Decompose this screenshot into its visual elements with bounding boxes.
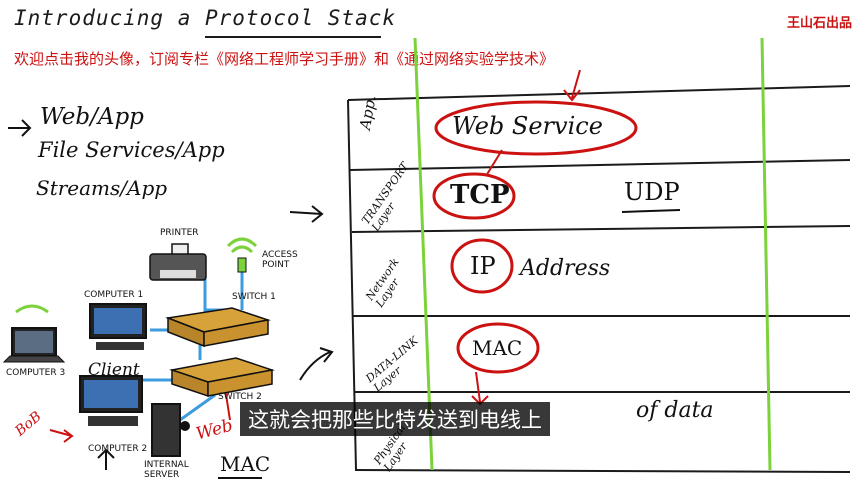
row-divider-1 bbox=[349, 159, 851, 171]
table-bottom-border bbox=[354, 469, 851, 473]
item-address: Address bbox=[520, 256, 611, 281]
apps-arrow bbox=[8, 119, 32, 137]
stack-arrow bbox=[289, 205, 324, 223]
switch2-icon bbox=[169, 357, 275, 398]
mac-circle bbox=[456, 322, 540, 374]
promo-banner: 欢迎点击我的头像，订阅专栏《网络工程师学习手册》和《通过网络实验学技术》 bbox=[14, 50, 555, 68]
apps-line-file: File Services/App bbox=[38, 138, 225, 162]
title-underline bbox=[205, 36, 381, 38]
label-computer1: COMPUTER 1 bbox=[84, 290, 144, 300]
ip-circle bbox=[450, 238, 514, 294]
video-subtitle: 这就会把那些比特发送到电线上 bbox=[240, 402, 550, 436]
row-divider-2 bbox=[351, 225, 851, 233]
computer3-icon bbox=[2, 304, 66, 363]
page-title: Introducing a Protocol Stack bbox=[14, 6, 397, 30]
label-client: Client bbox=[88, 360, 140, 380]
brand-label: 王山石出品 bbox=[786, 16, 852, 31]
network-diagram bbox=[2, 237, 275, 479]
bob-arrow bbox=[49, 429, 74, 443]
printer-icon bbox=[149, 243, 207, 281]
computer2-icon bbox=[79, 375, 143, 426]
item-mac: MAC bbox=[472, 336, 523, 360]
label-printer: PRINTER bbox=[160, 228, 199, 238]
physical-arrow bbox=[299, 347, 334, 381]
server-icon bbox=[151, 403, 190, 457]
item-web-service: Web Service bbox=[452, 112, 603, 140]
cable-printer-switch1 bbox=[203, 278, 225, 312]
item-tcp: TCP bbox=[450, 180, 510, 210]
label-access-point: ACCESS POINT bbox=[262, 250, 298, 270]
switch1-icon bbox=[165, 307, 271, 348]
label-computer3: COMPUTER 3 bbox=[6, 368, 66, 378]
connector-mac-physical bbox=[471, 371, 489, 406]
label-internal-server: INTERNAL SERVER bbox=[144, 460, 189, 480]
item-ip: IP bbox=[470, 252, 496, 280]
web-service-circle bbox=[434, 100, 638, 156]
udp-underline bbox=[621, 209, 681, 213]
apps-line-web: Web/App bbox=[40, 104, 144, 130]
label-mac-annot: MAC bbox=[220, 452, 271, 476]
label-switch2: SWITCH 2 bbox=[218, 392, 262, 402]
item-udp: UDP bbox=[624, 178, 680, 206]
table-top-border bbox=[347, 85, 851, 101]
label-switch1: SWITCH 1 bbox=[232, 292, 276, 302]
access-point-icon bbox=[226, 237, 258, 273]
computer2-arrow bbox=[97, 448, 115, 470]
label-computer2: COMPUTER 2 bbox=[88, 444, 148, 454]
green-guide-left bbox=[413, 37, 434, 471]
item-physical-suffix: of data bbox=[636, 398, 714, 423]
tcp-circle bbox=[432, 172, 516, 220]
apps-line-streams: Streams/App bbox=[36, 176, 168, 200]
cable-server-switch2 bbox=[179, 393, 216, 422]
connector-web-tcp bbox=[485, 149, 503, 177]
computer1-icon bbox=[89, 303, 147, 350]
green-guide-right bbox=[760, 37, 772, 471]
promo-arrow bbox=[563, 69, 581, 102]
